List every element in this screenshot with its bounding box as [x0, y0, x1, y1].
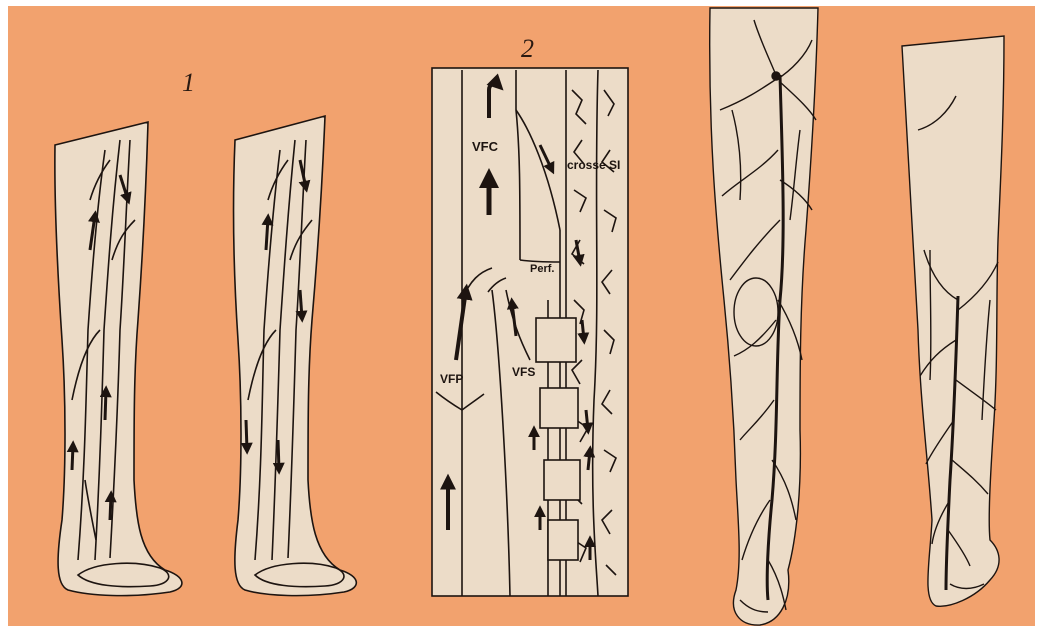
label-vfc: VFC [472, 139, 499, 154]
label-crosse: crosse SI [567, 158, 620, 172]
panel-number-2: 2 [521, 34, 534, 63]
valve-detail-diagram [432, 68, 628, 596]
label-vfp: VFP [440, 372, 463, 386]
panel-number-1: 1 [182, 68, 195, 97]
label-perf: Perf. [530, 263, 554, 275]
label-vfs: VFS [512, 365, 535, 379]
